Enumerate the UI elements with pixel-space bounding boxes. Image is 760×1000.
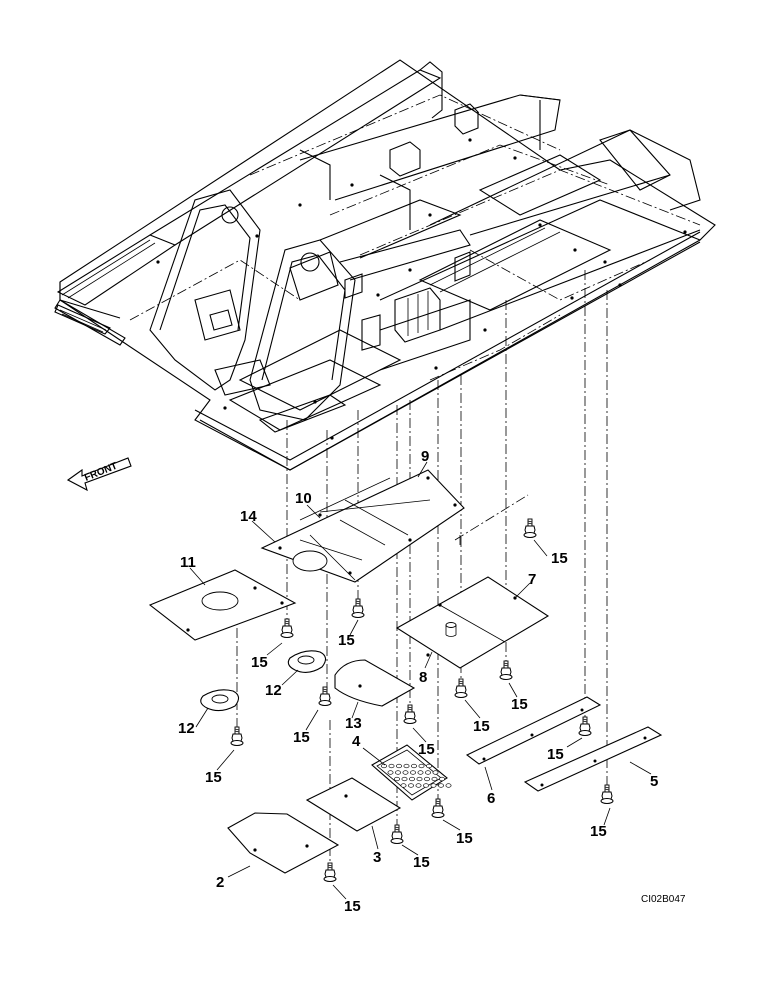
bolt-icon [431, 798, 445, 818]
callout-10: 10 [295, 490, 312, 507]
callout-8: 8 [419, 669, 427, 686]
grille-4 [371, 744, 452, 801]
callout-15-j: 15 [456, 830, 473, 847]
bolt-icon [523, 518, 537, 538]
bolt-icon [230, 726, 244, 746]
callout-15-l: 15 [590, 823, 607, 840]
bolts-15 [230, 518, 614, 882]
strip-5 [523, 726, 663, 792]
plate-12-lower [200, 689, 240, 712]
plate-12-upper [287, 650, 327, 673]
callout-5: 5 [650, 773, 658, 790]
callout-15-g: 15 [473, 718, 490, 735]
plate-7-8 [395, 576, 550, 669]
bolt-icon [280, 618, 294, 638]
bolt-icon [499, 660, 513, 680]
drawing-code: CI02B047 [641, 894, 686, 905]
callout-3: 3 [373, 849, 381, 866]
bolt-icon [318, 686, 332, 706]
bolt-icon [323, 862, 337, 882]
strip-6 [465, 696, 602, 765]
plate-9-10-14 [260, 469, 465, 583]
callout-14: 14 [240, 508, 257, 525]
bolt-icon [578, 716, 592, 736]
callout-12-lower: 12 [178, 720, 195, 737]
callout-15-c: 15 [251, 654, 268, 671]
plate-2 [227, 812, 340, 874]
front-direction-arrow: FRONT [66, 457, 132, 492]
callout-15-k: 15 [413, 854, 430, 871]
callout-12-upper: 12 [265, 682, 282, 699]
callout-2: 2 [216, 874, 224, 891]
callout-15-h: 15 [511, 696, 528, 713]
callout-15-i: 15 [547, 746, 564, 763]
plate-13 [334, 659, 416, 707]
callout-13: 13 [345, 715, 362, 732]
callout-9: 9 [421, 448, 429, 465]
callout-7: 7 [528, 571, 536, 588]
callout-15-b: 15 [338, 632, 355, 649]
bolt-icon [403, 704, 417, 724]
callout-11: 11 [180, 554, 196, 571]
leader-lines [189, 461, 652, 900]
callout-4: 4 [352, 733, 361, 750]
callout-labels: 9 10 14 11 7 8 12 12 13 4 3 2 6 5 15 15 … [178, 448, 658, 915]
bolt-icon [600, 784, 614, 804]
bolt-icon [390, 824, 404, 844]
callout-15-d: 15 [205, 769, 222, 786]
bolt-icon [454, 678, 468, 698]
plate-11 [148, 569, 297, 641]
callout-15-a: 15 [551, 550, 568, 567]
callout-15-f: 15 [418, 741, 435, 758]
machine-frame [54, 59, 716, 471]
callout-15-m: 15 [344, 898, 361, 915]
callout-6: 6 [487, 790, 495, 807]
front-label: FRONT [83, 461, 119, 484]
bolt-icon [351, 598, 365, 618]
callout-15-e: 15 [293, 729, 310, 746]
plate-3 [305, 777, 402, 832]
